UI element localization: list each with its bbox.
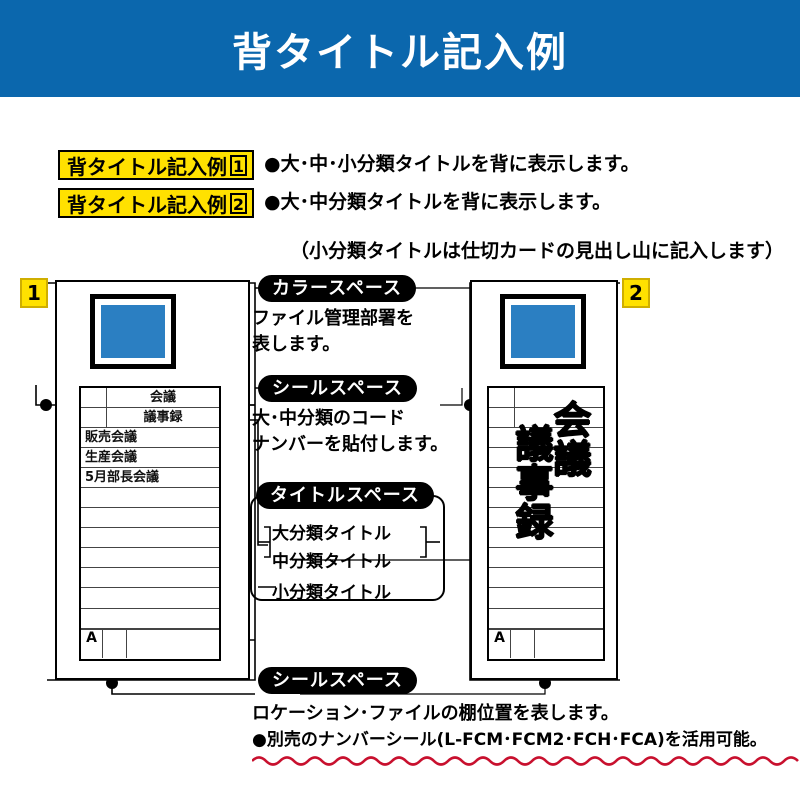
callout-color-space-line1: ファイル管理部署を <box>252 308 414 329</box>
title-space-item-major: 大分類タイトル <box>272 524 391 544</box>
table-row <box>489 588 603 609</box>
table-row <box>81 588 219 609</box>
table-row <box>489 468 603 489</box>
table-row: 販売会議 <box>81 428 219 449</box>
table-row <box>489 508 603 529</box>
legend-block: 背タイトル記入例 1 ●大･中･小分類タイトルを背に表示します。 背タイトル記入… <box>0 150 800 226</box>
legend-badge-1: 背タイトル記入例 1 <box>58 150 254 180</box>
spine-title-major: 会議 <box>547 400 591 478</box>
table-row: 議事録 <box>81 408 219 429</box>
callout-seal-space-line1: 大･中分類のコード <box>252 408 405 429</box>
callout-seal-space-line2: ナンバーを貼付します。 <box>252 434 449 455</box>
panel-right-number-chip: 2 <box>622 278 650 308</box>
row-text: 会議 <box>149 390 176 406</box>
color-space-fill-right <box>511 305 575 358</box>
callout-pill-color-space: カラースペース <box>258 275 416 302</box>
table-row <box>81 488 219 509</box>
legend-sub-note: （小分類タイトルは仕切カードの見出し山に記入します） <box>290 240 785 262</box>
table-row: 5月部長会議 <box>81 468 219 489</box>
table-row <box>81 548 219 569</box>
location-code: A <box>81 629 103 659</box>
legend-desc-1: ●大･中･小分類タイトルを背に表示します。 <box>264 153 640 175</box>
title-space-item-minor: 小分類タイトル <box>272 583 391 603</box>
table-row <box>489 408 603 429</box>
legend-badge-2: 背タイトル記入例 2 <box>58 188 254 218</box>
spine-title-middle: 議事録 <box>509 424 553 541</box>
title-grid-right: A <box>487 386 605 661</box>
table-row <box>81 568 219 589</box>
row-text: 生産会議 <box>85 450 138 466</box>
title-space-item-middle: 中分類タイトル <box>272 552 391 572</box>
file-spine-left: 会議 議事録 販売会議 生産会議 5月部長会議 A <box>55 280 250 680</box>
color-space-fill-left <box>101 305 165 358</box>
table-row <box>81 609 219 629</box>
red-wavy-underline <box>252 756 799 766</box>
page-header: 背タイトル記入例 <box>0 0 800 97</box>
table-row <box>489 428 603 449</box>
legend-desc-2: ●大･中分類タイトルを背に表示します。 <box>264 191 612 213</box>
location-cell-3 <box>535 630 603 659</box>
legend-row-1: 背タイトル記入例 1 ●大･中･小分類タイトルを背に表示します。 <box>0 150 800 188</box>
table-row <box>489 609 603 629</box>
location-cell-2 <box>511 629 535 659</box>
title-grid-left: 会議 議事録 販売会議 生産会議 5月部長会議 A <box>79 386 221 661</box>
location-code: A <box>489 629 511 659</box>
table-row: 会議 <box>81 388 219 409</box>
file-spine-right: A 会議 議事録 <box>470 280 618 680</box>
callout-color-space-line2: 表します。 <box>252 334 341 355</box>
seal-cell <box>81 388 107 408</box>
callout-pill-seal-space: シールスペース <box>258 375 417 402</box>
table-row: 生産会議 <box>81 448 219 469</box>
table-row <box>489 528 603 549</box>
location-cell-2 <box>103 629 127 659</box>
seal-cell <box>81 408 107 428</box>
row-text: 販売会議 <box>85 430 138 446</box>
legend-badge-2-number: 2 <box>230 192 247 214</box>
legend-row-2: 背タイトル記入例 2 ●大･中分類タイトルを背に表示します。 <box>0 188 800 226</box>
title-space-brackets <box>258 526 440 588</box>
location-cell-3 <box>127 630 219 659</box>
table-row <box>489 388 603 409</box>
table-row <box>81 508 219 529</box>
legend-badge-1-label: 背タイトル記入例 <box>67 154 227 179</box>
seal-cell <box>489 408 515 428</box>
location-row: A <box>81 628 219 659</box>
table-row <box>489 488 603 509</box>
seal-cell <box>489 388 515 408</box>
table-row <box>489 548 603 569</box>
row-text: 議事録 <box>143 410 183 426</box>
color-space-right <box>500 294 586 369</box>
table-row <box>489 568 603 589</box>
legend-badge-2-label: 背タイトル記入例 <box>67 192 227 217</box>
location-row: A <box>489 628 603 659</box>
callout-pill-seal-space-bottom: シールスペース <box>258 667 417 694</box>
page-title: 背タイトル記入例 <box>232 29 568 76</box>
row-text: 5月部長会議 <box>85 470 160 486</box>
panel-left-number-chip: 1 <box>20 278 48 308</box>
table-row <box>489 448 603 469</box>
legend-badge-1-number: 1 <box>230 154 247 176</box>
color-space-left <box>90 294 176 369</box>
callout-pill-title-space: タイトルスペース <box>256 482 434 509</box>
callout-seal-bottom-line2: ●別売のナンバーシール(L-FCM･FCM2･FCH･FCA)を活用可能。 <box>252 730 767 750</box>
table-row <box>81 528 219 549</box>
callout-seal-bottom-line1: ロケーション･ファイルの棚位置を表します。 <box>252 703 619 724</box>
